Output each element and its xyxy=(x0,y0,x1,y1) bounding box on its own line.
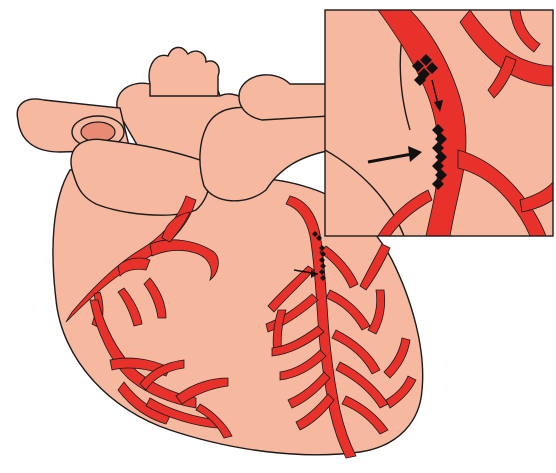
magnified-inset xyxy=(325,10,553,236)
aorta-branches xyxy=(149,47,219,96)
pulmonary-trunk xyxy=(239,75,330,120)
left-atrium xyxy=(200,107,332,200)
